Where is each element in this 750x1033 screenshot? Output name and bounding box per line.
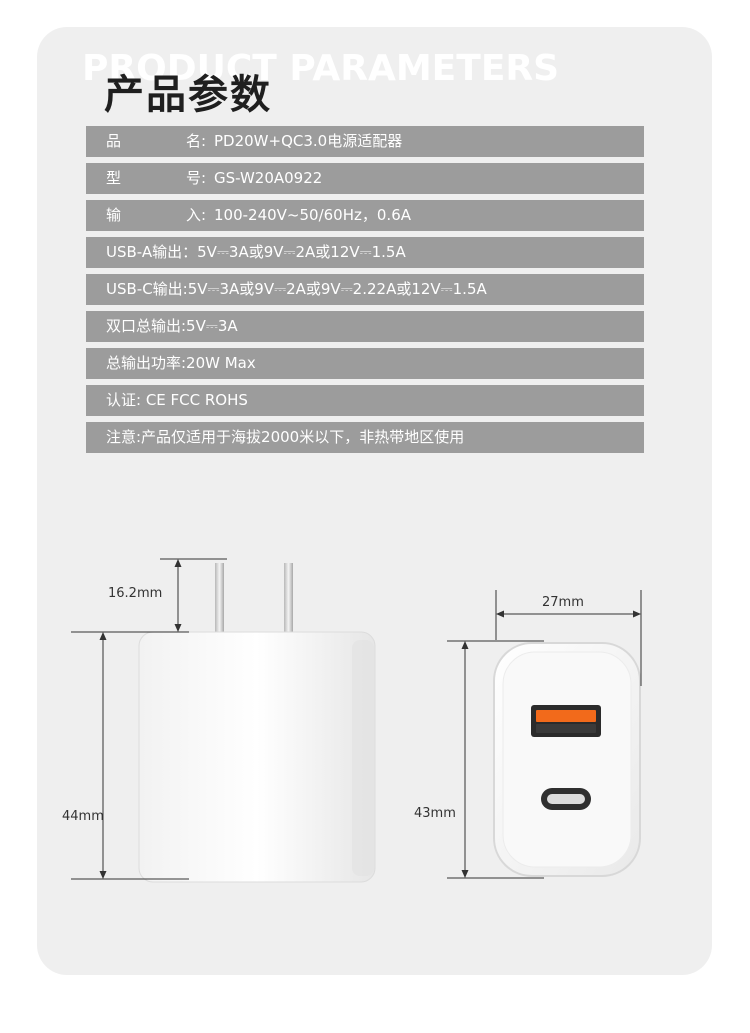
param-label: 名: bbox=[186, 132, 207, 150]
parameter-list: 品 名: PD20W+QC3.0电源适配器 型 号: GS-W20A0922 输… bbox=[86, 126, 644, 459]
param-row-dual-output: 双口总输出:5V⎓3A bbox=[86, 311, 644, 342]
param-value: GS-W20A0922 bbox=[214, 169, 323, 187]
param-value: PD20W+QC3.0电源适配器 bbox=[214, 132, 403, 150]
param-value: 双口总输出:5V⎓3A bbox=[106, 317, 238, 335]
usb-c-port-icon bbox=[541, 788, 591, 810]
param-label: 型 bbox=[106, 169, 122, 187]
side-dimension-lines bbox=[71, 558, 227, 880]
param-label: 输 bbox=[106, 206, 122, 224]
param-value: 认证: CE FCC ROHS bbox=[106, 391, 248, 409]
side-view-prongs bbox=[215, 563, 293, 635]
param-row-input: 输 入: 100-240V~50/60Hz，0.6A bbox=[86, 200, 644, 231]
param-value: 注意:产品仅适用于海拔2000米以下，非热带地区使用 bbox=[106, 428, 465, 446]
prong-height-label: 16.2mm bbox=[108, 586, 163, 601]
param-value: USB-A输出：5V⎓3A或9V⎓2A或12V⎓1.5A bbox=[106, 243, 406, 261]
front-dimension-lines bbox=[447, 590, 642, 879]
param-row-model: 型 号: GS-W20A0922 bbox=[86, 163, 644, 194]
param-value: 总输出功率:20W Max bbox=[106, 354, 256, 372]
side-view-body bbox=[138, 631, 376, 883]
param-row-usb-a-output: USB-A输出：5V⎓3A或9V⎓2A或12V⎓1.5A bbox=[86, 237, 644, 268]
param-label: 号: bbox=[186, 169, 207, 187]
param-row-certification: 认证: CE FCC ROHS bbox=[86, 385, 644, 416]
param-row-notice: 注意:产品仅适用于海拔2000米以下，非热带地区使用 bbox=[86, 422, 644, 453]
param-label: 入: bbox=[186, 206, 207, 224]
usb-a-port-icon bbox=[531, 705, 601, 737]
param-label: 品 bbox=[106, 132, 122, 150]
front-width-label: 27mm bbox=[542, 595, 584, 610]
param-row-total-power: 总输出功率:20W Max bbox=[86, 348, 644, 379]
front-height-label: 43mm bbox=[414, 806, 456, 821]
param-value: USB-C输出:5V⎓3A或9V⎓2A或9V⎓2.22A或12V⎓1.5A bbox=[106, 280, 487, 298]
param-row-usb-c-output: USB-C输出:5V⎓3A或9V⎓2A或9V⎓2.22A或12V⎓1.5A bbox=[86, 274, 644, 305]
param-value: 100-240V~50/60Hz，0.6A bbox=[214, 206, 411, 224]
background-title: PRODUCT PARAMETERS bbox=[82, 48, 560, 89]
page-title: 产品参数 bbox=[104, 72, 272, 118]
param-row-product-name: 品 名: PD20W+QC3.0电源适配器 bbox=[86, 126, 644, 157]
side-height-label: 44mm bbox=[62, 809, 104, 824]
